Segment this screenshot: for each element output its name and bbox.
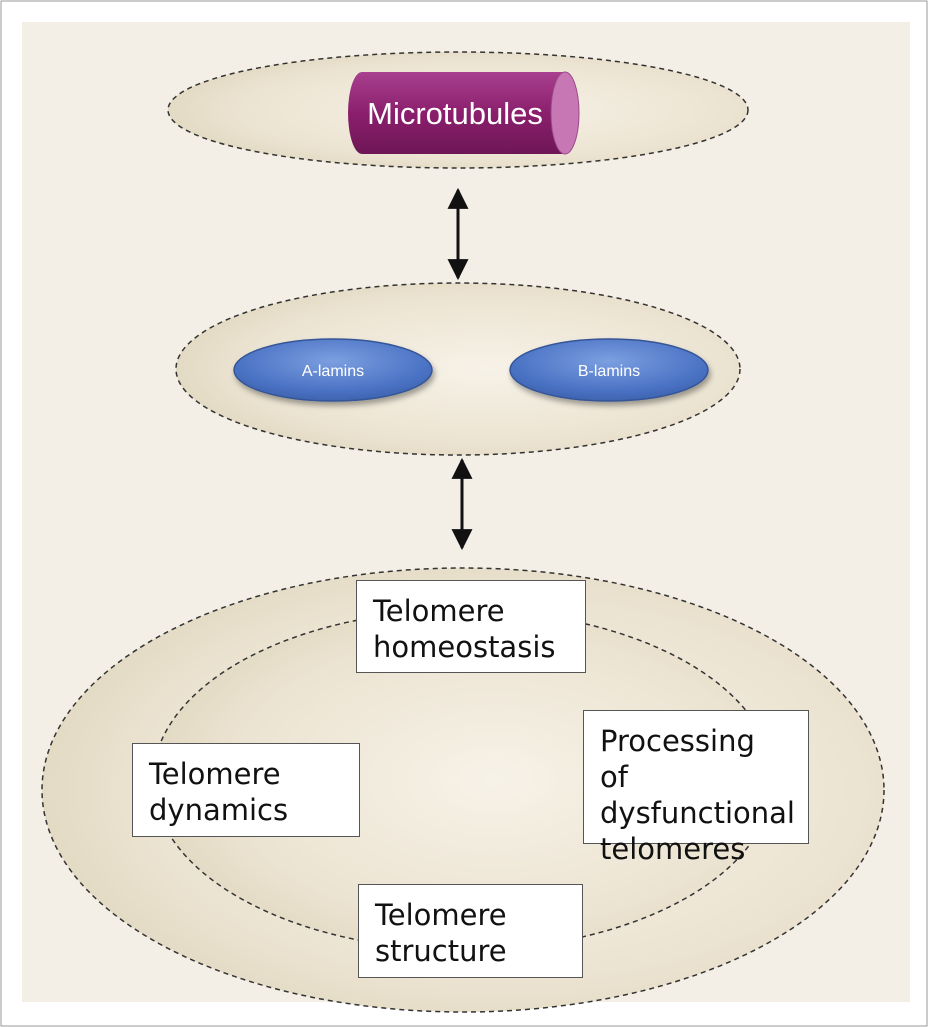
telomere-dynamics-box: Telomere dynamics	[132, 743, 360, 837]
dysfunctional-telomere-processing-box: Processing of dysfunctional telomeres	[583, 710, 809, 866]
telomere-structure-box: Telomere structure	[358, 884, 583, 978]
telomere-homeostasis-box: Telomere homeostasis	[356, 580, 586, 673]
microtubule-cylinder: Microtubules	[348, 71, 580, 155]
a-lamins-node: A-lamins	[233, 338, 433, 402]
microtubules-label: Microtubules	[367, 96, 543, 131]
lamina-compartment	[175, 282, 741, 456]
b-lamins-label: B-lamins	[578, 363, 640, 380]
a-lamins-label: A-lamins	[302, 363, 364, 380]
b-lamins-node: B-lamins	[509, 338, 709, 402]
